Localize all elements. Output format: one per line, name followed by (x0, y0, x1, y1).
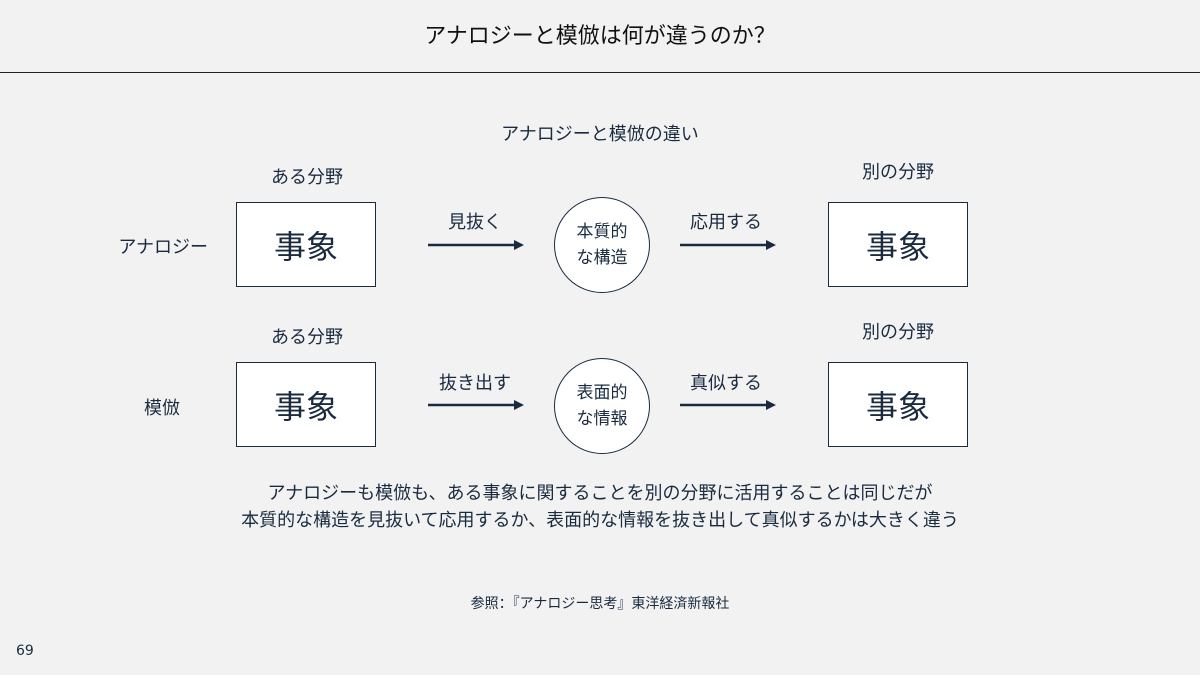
row2-source-field: ある分野 (271, 327, 343, 348)
row1-verb1: 見抜く (448, 212, 502, 233)
summary-text: アナロジーも模倣も、ある事象に関することを別の分野に活用することは同じだが 本質… (0, 480, 1200, 534)
row2-arrow1 (428, 400, 524, 410)
row2-label: 模倣 (144, 398, 180, 419)
row2-verb1: 抜き出す (439, 373, 511, 394)
row2-concept-circle: 表面的 な情報 (554, 358, 650, 454)
row1-arrow2 (680, 240, 776, 250)
row2-circle-line2: な情報 (576, 409, 628, 429)
row2-circle-line1: 表面的 (576, 383, 628, 403)
row2-source-box: 事象 (236, 362, 376, 447)
row1-source-field: ある分野 (271, 167, 343, 188)
summary-line2: 本質的な構造を見抜いて応用するか、表面的な情報を抜き出して真似するかは大きく違う (241, 510, 959, 531)
source-citation: 参照：『アナロジー思考』東洋経済新報社 (470, 596, 730, 612)
row1-arrow1 (428, 240, 524, 250)
summary-line1: アナロジーも模倣も、ある事象に関することを別の分野に活用することは同じだが (267, 483, 933, 504)
row1-target-field: 別の分野 (862, 162, 934, 183)
row1-label: アナロジー (118, 237, 208, 258)
row1-verb2: 応用する (690, 212, 762, 233)
row2-target-box: 事象 (828, 362, 968, 447)
row2-arrow2 (680, 400, 776, 410)
diagram-subtitle: アナロジーと模倣の違い (501, 124, 699, 145)
title-divider (0, 72, 1200, 73)
row1-source-box: 事象 (236, 202, 376, 287)
row1-target-box: 事象 (828, 202, 968, 287)
row1-circle-line1: 本質的 (576, 222, 628, 242)
page-number: 69 (16, 643, 34, 659)
row2-verb2: 真似する (690, 373, 762, 394)
row1-circle-line2: な構造 (576, 248, 628, 268)
row1-concept-circle: 本質的 な構造 (554, 197, 650, 293)
slide-title: アナロジーと模倣は何が違うのか？ (424, 24, 776, 49)
row2-target-field: 別の分野 (862, 322, 934, 343)
